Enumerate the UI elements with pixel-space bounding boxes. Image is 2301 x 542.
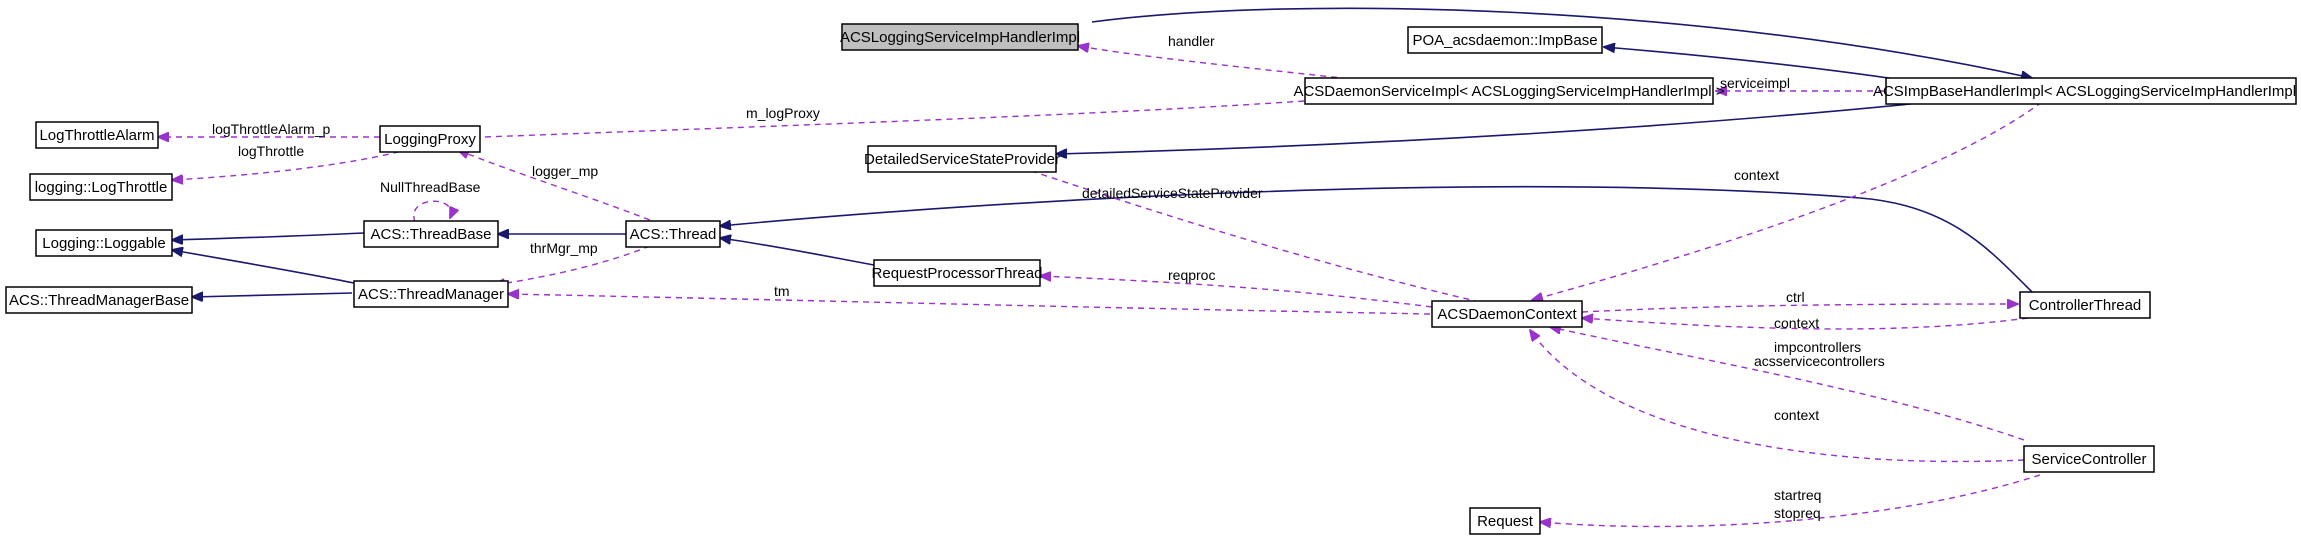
edge-m-logproxy	[458, 100, 1305, 138]
edge-threadmanager-to-threadmanagerbase	[192, 293, 353, 297]
node-acsloggingserviceimphandlerimpl[interactable]: ACSLoggingServiceImpHandlerImpl	[840, 23, 1080, 51]
label-nullthreadbase: NullThreadBase	[380, 179, 481, 195]
node-acs-threadmanagerbase[interactable]: ACS::ThreadManagerBase	[5, 286, 193, 314]
edge-startreq-stopreq	[1540, 474, 2041, 527]
svg-text:POA_acsdaemon::ImpBase: POA_acsdaemon::ImpBase	[1412, 32, 1597, 49]
edge-impbasehandler-to-poa-impbase	[1604, 47, 1903, 81]
edge-detailedserviceprovider	[1010, 164, 1481, 303]
svg-text:ACSLoggingServiceImpHandlerImp: ACSLoggingServiceImpHandlerImpl	[840, 29, 1080, 46]
node-request[interactable]: Request	[1469, 507, 1541, 535]
node-acsdaemoncontext[interactable]: ACSDaemonContext	[1431, 300, 1583, 328]
node-logging-loggable[interactable]: Logging::Loggable	[35, 229, 173, 257]
edge-threadbase-to-loggable	[172, 232, 365, 240]
edge-labels: handler m_logProxy serviceimpl logThrott…	[212, 33, 1885, 521]
node-controllerthread[interactable]: ControllerThread	[2019, 291, 2151, 319]
node-requestprocessorthread[interactable]: RequestProcessorThread	[872, 259, 1043, 287]
svg-text:ACS::Thread: ACS::Thread	[630, 226, 717, 243]
label-tm: tm	[774, 283, 790, 299]
edge-reqproc	[1040, 276, 1433, 308]
label-acsservicecontrollers: acsservicecontrollers	[1754, 353, 1885, 369]
node-servicecontroller[interactable]: ServiceController	[2023, 445, 2155, 473]
node-acs-thread[interactable]: ACS::Thread	[625, 220, 721, 248]
label-context-top: context	[1734, 167, 1779, 183]
svg-text:ACS::ThreadManagerBase: ACS::ThreadManagerBase	[9, 292, 189, 309]
edge-ctrl	[1581, 304, 2018, 313]
svg-text:LogThrottleAlarm: LogThrottleAlarm	[39, 127, 154, 144]
edge-context-top	[1532, 101, 2043, 300]
svg-text:ControllerThread: ControllerThread	[2029, 297, 2142, 314]
label-startreq: startreq	[1774, 487, 1821, 503]
edge-logger-mp	[458, 150, 661, 225]
label-ctrl: ctrl	[1786, 289, 1805, 305]
edge-controllerthread-to-thread	[720, 185, 2033, 293]
svg-text:logging::LogThrottle: logging::LogThrottle	[35, 179, 168, 196]
label-logthrottle: logThrottle	[238, 143, 304, 159]
label-impcontrollers: impcontrollers	[1774, 339, 1861, 355]
svg-text:ACSDaemonServiceImpl< ACSLoggi: ACSDaemonServiceImpl< ACSLoggingServiceI…	[1293, 83, 1724, 100]
edge-daemonserviceimpl-to-detailedprovider	[1056, 102, 1921, 154]
node-acs-threadbase[interactable]: ACS::ThreadBase	[363, 220, 499, 248]
edge-impbasehandler-to-loggingservicehandler	[1091, 7, 2032, 78]
label-context-ctrl: context	[1774, 315, 1819, 331]
edge-tm	[508, 294, 1431, 315]
label-stopreq: stopreq	[1774, 505, 1821, 521]
svg-text:DetailedServiceStateProvider: DetailedServiceStateProvider	[864, 151, 1060, 168]
edge-logthrottle	[172, 148, 411, 180]
label-handler: handler	[1168, 33, 1215, 49]
svg-text:ACS::ThreadBase: ACS::ThreadBase	[371, 226, 492, 243]
edge-nullthreadbase	[413, 200, 451, 223]
node-detailedservicestateprovider[interactable]: DetailedServiceStateProvider	[864, 145, 1060, 173]
svg-text:LoggingProxy: LoggingProxy	[384, 131, 476, 148]
svg-text:ServiceController: ServiceController	[2031, 451, 2146, 468]
edge-handler	[1078, 46, 1371, 82]
edge-thrmgr-mp	[494, 245, 651, 285]
usage-edges	[158, 46, 2043, 527]
node-logthrottlealarm[interactable]: LogThrottleAlarm	[35, 121, 159, 149]
node-acs-threadmanager[interactable]: ACS::ThreadManager	[353, 280, 509, 308]
label-logger-mp: logger_mp	[532, 163, 598, 179]
edge-requestprocessor-to-thread	[720, 238, 875, 266]
edge-threadmanager-to-loggable	[172, 250, 355, 284]
label-serviceimpl: serviceimpl	[1720, 75, 1790, 91]
node-acsimpbasehandlerimpl[interactable]: ACSImpBaseHandlerImpl< ACSLoggingService…	[1873, 77, 2301, 105]
node-logging-logthrottle[interactable]: logging::LogThrottle	[29, 173, 173, 201]
inheritance-edges	[172, 7, 2033, 297]
svg-text:Logging::Loggable: Logging::Loggable	[42, 235, 165, 252]
node-acsdaemonserviceimpl[interactable]: ACSDaemonServiceImpl< ACSLoggingServiceI…	[1293, 77, 1725, 105]
svg-text:Request: Request	[1477, 513, 1534, 530]
edge-context-ctrl	[1582, 318, 2029, 330]
label-reqproc: reqproc	[1168, 267, 1215, 283]
edge-impcontrollers	[1550, 327, 2025, 441]
node-loggingproxy[interactable]: LoggingProxy	[379, 125, 481, 153]
label-thrmgr-mp: thrMgr_mp	[530, 240, 598, 256]
label-context-svc: context	[1774, 407, 1819, 423]
svg-text:RequestProcessorThread: RequestProcessorThread	[872, 265, 1043, 282]
label-m-logproxy: m_logProxy	[746, 105, 820, 121]
edge-context-svc	[1530, 330, 2025, 463]
svg-text:ACSImpBaseHandlerImpl< ACSLogg: ACSImpBaseHandlerImpl< ACSLoggingService…	[1873, 83, 2301, 100]
nodes: ACSLoggingServiceImpHandlerImpl POA_acsd…	[5, 23, 2301, 535]
label-detailedserviceprovider: detailedServiceStateProvider	[1082, 185, 1263, 201]
label-logthrottlealarm-p: logThrottleAlarm_p	[212, 121, 330, 137]
svg-text:ACS::ThreadManager: ACS::ThreadManager	[358, 286, 504, 303]
svg-text:ACSDaemonContext: ACSDaemonContext	[1437, 306, 1577, 323]
node-poa-acsdaemon-impbase[interactable]: POA_acsdaemon::ImpBase	[1407, 26, 1603, 54]
